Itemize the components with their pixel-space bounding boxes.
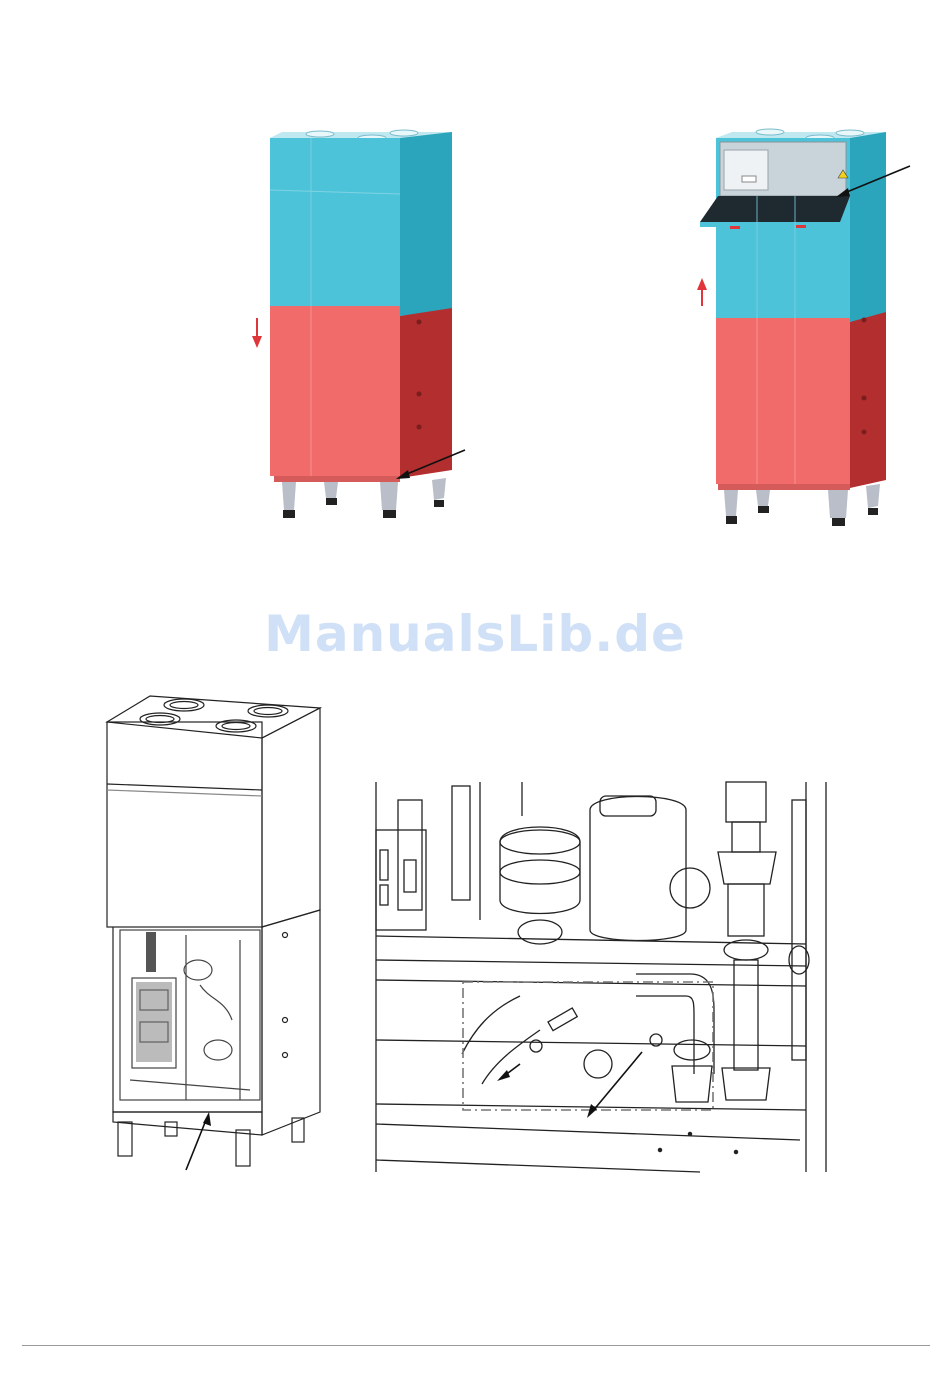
footer-rule	[22, 1345, 930, 1346]
arrow-down-icon	[252, 318, 262, 348]
figure-unit-line-drawing	[90, 690, 330, 1180]
figure-unit-panel-open	[690, 120, 920, 535]
pointer-arrow-icon	[186, 1112, 211, 1170]
pointer-arrow-icon	[497, 1064, 520, 1081]
watermark: ManualsLib.de	[0, 605, 950, 663]
figure-unit-closed	[240, 120, 480, 530]
arrow-up-icon	[697, 278, 707, 306]
figure-detail-pipework	[370, 780, 835, 1180]
